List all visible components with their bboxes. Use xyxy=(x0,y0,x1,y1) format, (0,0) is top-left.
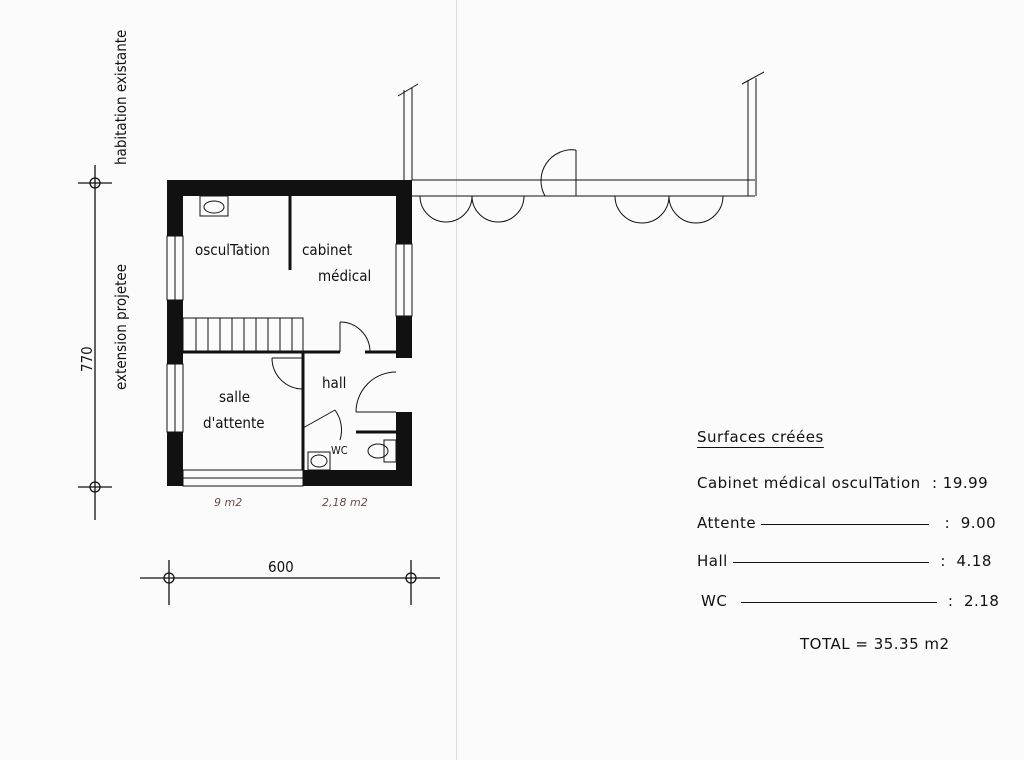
room-label-medical: médical xyxy=(318,267,371,285)
handwritten-area-salle: 9 m2 xyxy=(214,496,242,509)
summary-row-label: Hall xyxy=(697,552,728,570)
summary-row-value: : 2.18 xyxy=(947,592,1000,610)
summary-leader-line xyxy=(733,562,930,563)
door-swings xyxy=(271,321,397,441)
summary-title: Surfaces créées xyxy=(697,428,824,446)
staircase xyxy=(182,317,304,353)
summary-row-label: Attente xyxy=(697,514,757,532)
summary-leader-line xyxy=(740,602,937,603)
handwritten-area-wc: 2,18 m2 xyxy=(322,496,368,509)
summary-row-cabinet: Cabinet médical osculTation : 19.99 xyxy=(697,474,988,492)
summary-row-value: : 9.00 xyxy=(944,514,997,532)
height-dimension-value: 770 xyxy=(78,346,96,372)
existing-house-outline xyxy=(397,71,765,224)
summary-row-value: : 19.99 xyxy=(931,474,989,492)
summary-leader-line xyxy=(761,524,930,525)
room-label-oscultation: osculTation xyxy=(195,241,270,259)
room-label-wc: WC xyxy=(331,444,348,457)
page-fold-line xyxy=(456,0,457,760)
room-label-salle: salle xyxy=(219,388,250,406)
summary-total: TOTAL = 35.35 m2 xyxy=(800,635,950,653)
room-label-cabinet: cabinet xyxy=(302,241,352,259)
summary-row-hall: Hall : 4.18 xyxy=(697,552,992,570)
summary-row-attente: Attente : 9.00 xyxy=(697,514,996,532)
room-label-hall: hall xyxy=(322,374,346,392)
sanitary-fixtures xyxy=(199,195,397,471)
vertical-dimension xyxy=(78,165,112,520)
windows xyxy=(166,235,413,487)
horizontal-dimension xyxy=(140,560,440,605)
summary-row-label: Cabinet médical osculTation xyxy=(697,474,921,492)
width-dimension-value: 600 xyxy=(268,558,294,576)
summary-row-wc: WC : 2.18 xyxy=(697,592,999,610)
existing-house-label: habitation existante xyxy=(112,30,130,165)
room-label-attente: d'attente xyxy=(203,414,265,432)
extension-label: extension projetee xyxy=(112,264,130,390)
summary-row-value: : 4.18 xyxy=(940,552,992,570)
summary-row-label: WC xyxy=(701,592,728,610)
